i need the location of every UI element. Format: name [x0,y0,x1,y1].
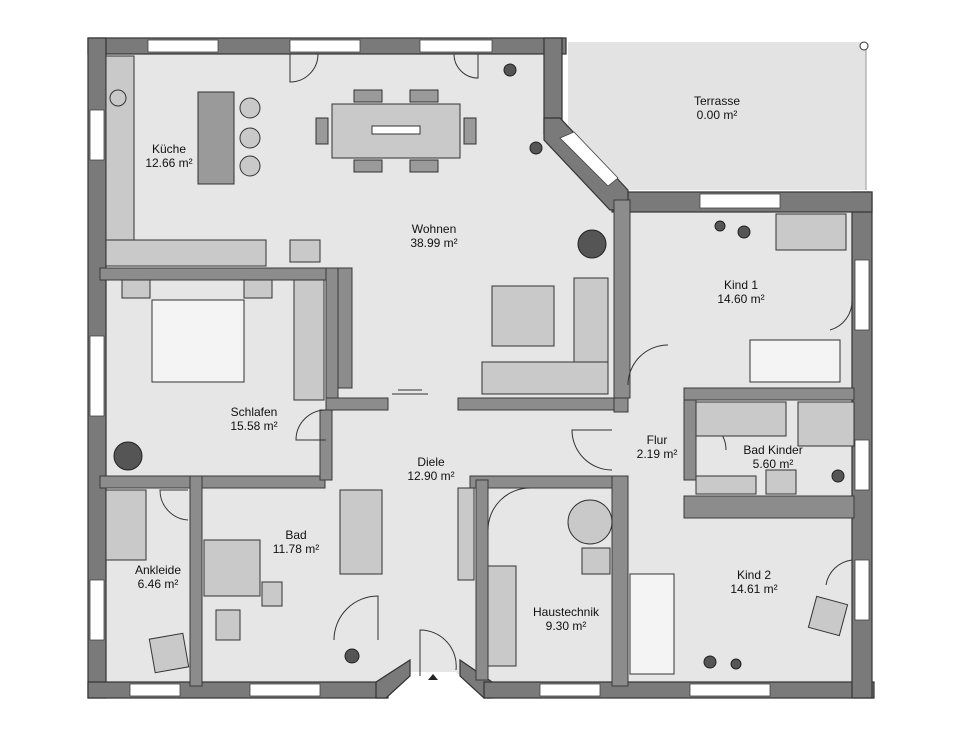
room-name: Haustechnik [532,605,600,619]
interior-walls [99,199,855,687]
utility-furniture [487,499,613,667]
room-name: Kind 1 [723,278,759,292]
room-name: Bad Kinder [743,443,803,457]
room-name: Diele [417,455,445,469]
kind1-furniture [714,213,847,383]
room-area: 5.60 m² [752,457,794,471]
terrace-area [568,42,866,190]
room-name: Bad [285,528,307,542]
room-area: 12.90 m² [407,469,455,483]
hall-furniture [392,389,475,680]
room-name: Flur [646,433,668,447]
room-name: Wohnen [411,222,457,236]
room-area: 6.46 m² [137,577,179,591]
entrance-marker [428,674,438,680]
room-area: 11.78 m² [272,542,320,556]
room-area: 2.19 m² [636,447,678,461]
terrace-marker [859,41,869,51]
room-area: 14.61 m² [730,582,778,596]
room-name: Kind 2 [736,568,772,582]
room-name: Schlafen [230,405,278,419]
kitchen-furniture [105,55,321,267]
kids-bath-furniture [695,401,855,495]
dressing-furniture [105,489,190,674]
bath-furniture [203,489,383,664]
room-name: Terrasse [693,94,741,108]
room-area: 12.66 m² [145,156,193,170]
room-area: 15.58 m² [230,419,278,433]
room-area: 9.30 m² [545,619,587,633]
kind2-furniture [629,573,849,675]
bedroom-furniture [121,279,325,401]
room-area: 0.00 m² [696,108,738,122]
plants [113,63,607,471]
room-name: Küche [151,142,187,156]
room-area: 38.99 m² [410,236,458,250]
dining-table [315,89,477,173]
room-name: Ankleide [134,563,182,577]
living-sofa [481,277,609,395]
room-area: 14.60 m² [717,292,765,306]
windows [89,39,870,697]
